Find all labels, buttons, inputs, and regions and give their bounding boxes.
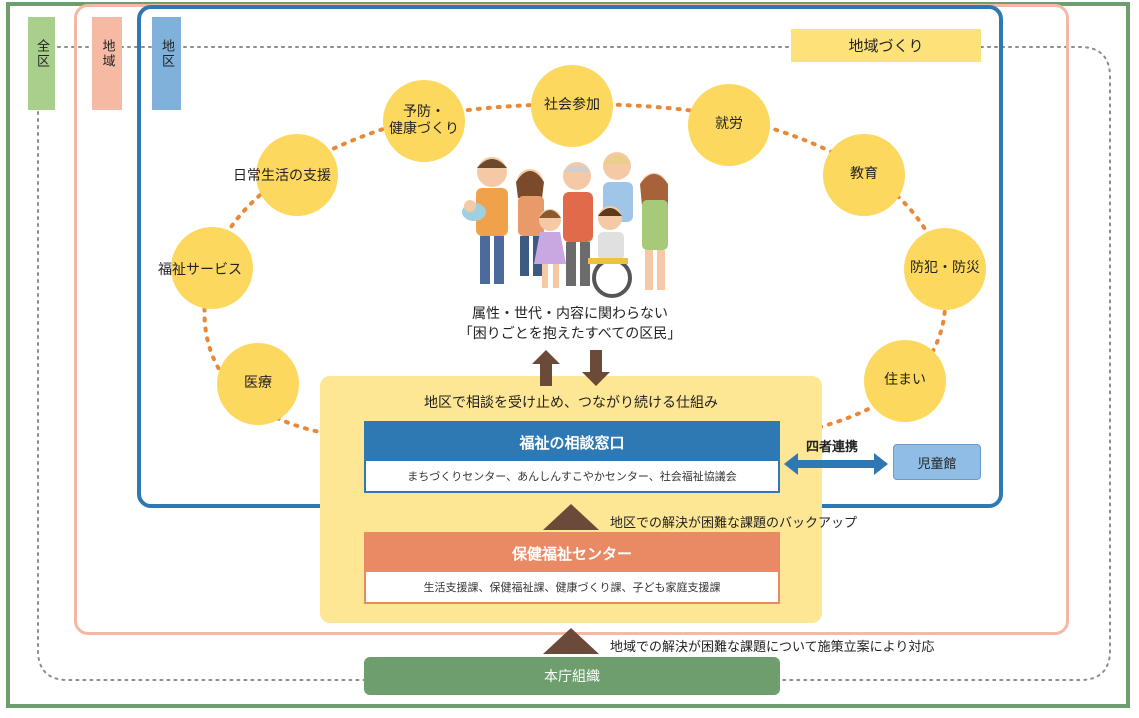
circle-kyoiku: 教育 <box>823 134 905 216</box>
circle-sumai: 住まい <box>864 340 946 422</box>
hoken-center-box: 保健福祉センター 生活支援課、保健福祉課、健康づくり課、子ども家庭支援課 <box>364 532 780 604</box>
circle-bohan-bosai: 防犯・防災 <box>904 228 986 310</box>
backup-text: 地区での解決が困難な課題のバックアップ <box>610 516 858 531</box>
people-caption-line2: 「困りごとを抱えたすべての区民」 <box>458 326 682 342</box>
circle-nichijo <box>256 134 338 216</box>
chiiki-zukuri-badge: 地域づくり <box>791 29 981 62</box>
people-caption-line1: 属性・世代・内容に関わらない <box>472 306 668 322</box>
fukushi-window-box: 福祉の相談窓口 まちづくりセンター、あんしんすこやかセンター、社会福祉協議会 <box>364 421 780 493</box>
hoken-center-title: 保健福祉センター <box>366 534 778 572</box>
honcho-arrow <box>543 628 599 654</box>
honcho-box: 本庁組織 <box>364 657 780 695</box>
circle-yobou: 予防・ 健康づくり <box>383 80 465 162</box>
circle-fukushi-service <box>171 227 253 309</box>
fukushi-window-body: まちづくりセンター、あんしんすこやかセンター、社会福祉協議会 <box>366 461 778 491</box>
fukushi-window-title: 福祉の相談窓口 <box>366 423 778 461</box>
updown-arrows <box>532 350 610 386</box>
circle-shuro: 就労 <box>688 84 770 166</box>
chiiki-label: 地域 <box>92 17 122 110</box>
chiku-label: 地区 <box>152 17 181 110</box>
honcho-text: 地域での解決が困難な課題について施策立案により対応 <box>610 640 935 655</box>
backup-arrow <box>543 504 599 530</box>
panel-title: 地区で相談を受け止め、つながり続ける仕組み <box>424 395 718 411</box>
circle-iryo: 医療 <box>217 343 299 425</box>
hoken-center-body: 生活支援課、保健福祉課、健康づくり課、子ども家庭支援課 <box>366 572 778 602</box>
family-illustration <box>462 152 668 298</box>
circle-shakai-sanka: 社会参加 <box>531 65 613 147</box>
zenku-label: 全区 <box>28 17 55 110</box>
label-fukushi-service: 福祉サービス <box>158 262 242 278</box>
yonsha-label: 四者連携 <box>806 440 859 455</box>
jidokan-box: 児童館 <box>893 444 981 480</box>
double-arrow <box>784 453 888 475</box>
label-nichijo: 日常生活の支援 <box>233 168 331 184</box>
